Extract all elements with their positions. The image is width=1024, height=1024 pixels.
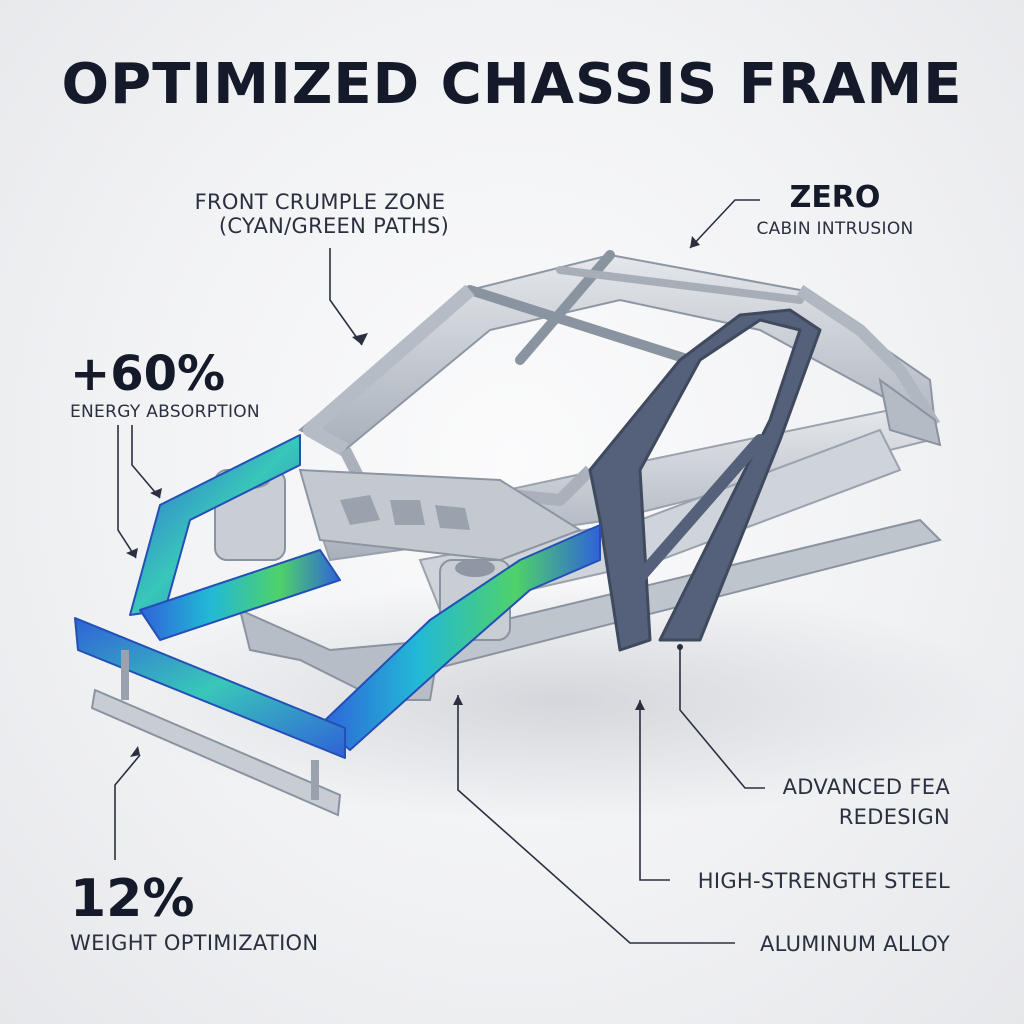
leader-energy-absorption-1 bbox=[131, 425, 161, 499]
crumple-rail-left bbox=[129, 434, 301, 616]
crumple-zone-callout: FRONT CRUMPLE ZONE (CYAN/GREEN PATHS) bbox=[185, 190, 455, 238]
leader-high-strength-steel bbox=[639, 700, 670, 881]
fea-redesign-line2: REDESIGN bbox=[838, 805, 950, 829]
page-title: OPTIMIZED CHASSIS FRAME bbox=[61, 52, 963, 117]
leader-energy-absorption-2 bbox=[117, 425, 137, 559]
firewall-cutouts bbox=[340, 495, 470, 530]
crumple-zone-line2: (CYAN/GREEN PATHS) bbox=[218, 214, 450, 238]
aluminum-alloy-label: ALUMINUM ALLOY bbox=[759, 932, 950, 956]
energy-absorption-value: +60% bbox=[70, 346, 226, 402]
b-pillar bbox=[588, 308, 822, 652]
front-bumper-beam bbox=[74, 617, 346, 759]
crumple-cross-member bbox=[139, 549, 341, 641]
ground-shadow bbox=[120, 580, 1000, 820]
leader-fea-redesign bbox=[679, 647, 765, 789]
a-pillar bbox=[303, 284, 475, 457]
leader-crumple-zone bbox=[329, 248, 363, 346]
leader-lines bbox=[114, 199, 765, 944]
weight-optimization-callout: 12% WEIGHT OPTIMIZATION bbox=[70, 873, 370, 955]
crumple-rail-right bbox=[319, 524, 601, 751]
zero-intrusion-callout: ZERO CABIN INTRUSION bbox=[755, 180, 915, 240]
energy-absorption-callout: +60% ENERGY ABSORPTION bbox=[70, 350, 300, 422]
energy-absorption-label: ENERGY ABSORPTION bbox=[70, 402, 260, 422]
shock-tower-right-mount bbox=[455, 559, 495, 577]
fea-redesign-line1: ADVANCED FEA bbox=[782, 775, 950, 799]
leader-arrowheads bbox=[126, 236, 700, 757]
rear-truss bbox=[878, 377, 942, 447]
rear-frame bbox=[796, 285, 941, 429]
crumple-zone-line1: FRONT CRUMPLE ZONE bbox=[194, 190, 446, 214]
zero-intrusion-value: ZERO bbox=[789, 180, 881, 215]
weight-optimization-value: 12% bbox=[70, 869, 195, 929]
leader-weight-optimization bbox=[114, 754, 141, 860]
leader-aluminum-alloy bbox=[457, 695, 735, 944]
roof-cross-member bbox=[556, 266, 804, 304]
high-strength-steel-label: HIGH-STRENGTH STEEL bbox=[697, 869, 950, 893]
weight-optimization-label: WEIGHT OPTIMIZATION bbox=[70, 931, 319, 955]
roof-cross-member bbox=[465, 285, 695, 365]
fea-redesign-callout: ADVANCED FEA REDESIGN bbox=[740, 775, 950, 829]
b-pillar-brace bbox=[614, 434, 766, 606]
leader-zero-intrusion bbox=[689, 199, 760, 249]
zero-intrusion-label: CABIN INTRUSION bbox=[756, 219, 914, 239]
lower-bumper-beam bbox=[90, 688, 342, 817]
